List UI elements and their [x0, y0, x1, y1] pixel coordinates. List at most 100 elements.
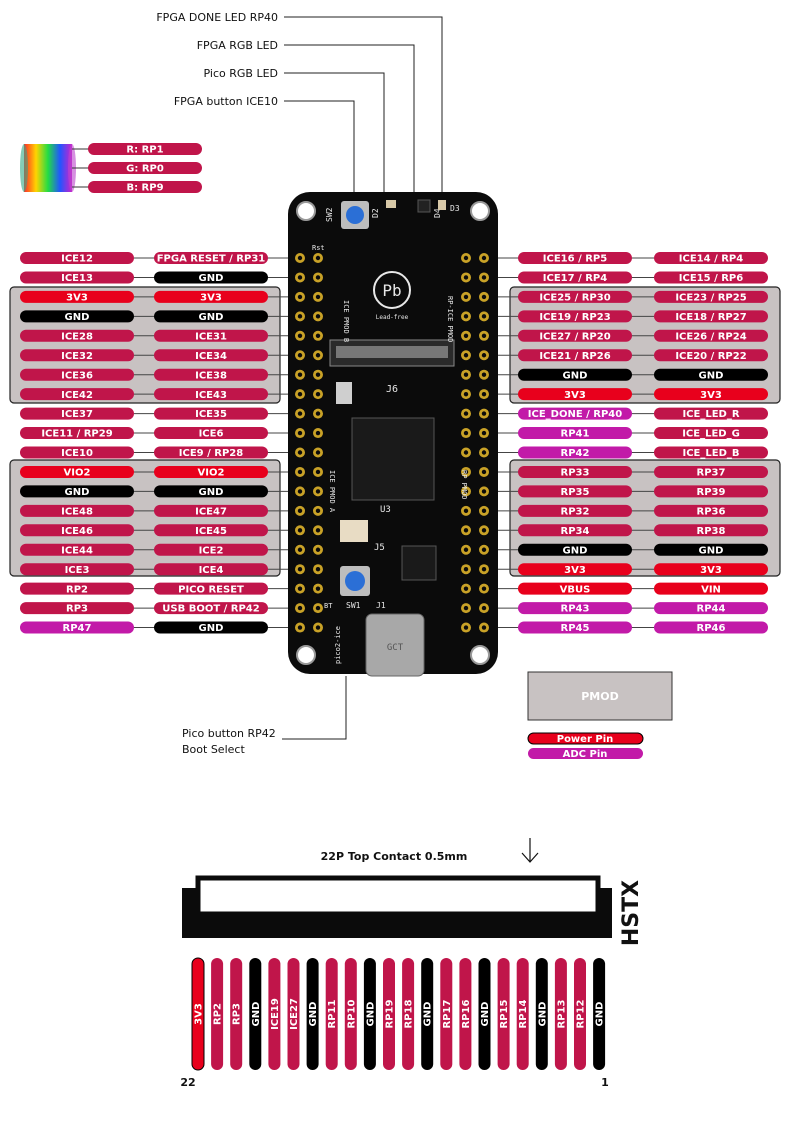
header-hole: [463, 567, 469, 572]
pin-label: ICE19 / RP23: [539, 312, 610, 323]
pin-pill: ICE14 / RP4: [654, 252, 768, 265]
j6-label: J6: [386, 384, 398, 395]
pmod-box-top-left: [9, 286, 281, 404]
pin-labels: ICE12ICE133V3GNDICE28ICE32ICE36ICE42ICE3…: [20, 252, 768, 634]
pin-label: ICE43: [195, 390, 227, 401]
header-hole: [315, 294, 321, 300]
pin-label: RP47: [63, 623, 92, 634]
hstx-pin: RP18: [402, 958, 415, 1070]
u3-label: U3: [380, 505, 391, 515]
pin-pill: ICE_LED_R: [654, 407, 768, 420]
pin-label: GND: [65, 487, 90, 498]
ice-pmod-b-label: ICE PMOD B: [342, 300, 350, 342]
header-hole: [481, 586, 487, 591]
pmod-box-top-right: [509, 286, 781, 404]
pin-pill: VIO2: [20, 465, 134, 479]
header-hole: [481, 469, 487, 475]
hstx-pin-1-number: 1: [601, 1076, 609, 1089]
pin-pill-bg: [154, 407, 268, 420]
pin-pill: RP34: [518, 524, 632, 537]
pin-pill: RP36: [654, 504, 768, 517]
header-hole: [481, 528, 487, 533]
pin-pill: ICE28: [20, 329, 134, 342]
hstx-pin-label: RP19: [385, 999, 396, 1028]
pin-pill-bg: [20, 485, 134, 498]
header-hole: [315, 353, 321, 358]
pin-pill: ICE_DONE / RP40: [518, 407, 632, 420]
header-hole: [463, 275, 469, 280]
hstx-pin-label: ICE27: [289, 998, 300, 1030]
pin-pill-bg: [20, 388, 134, 401]
header-hole: [297, 625, 303, 630]
j5-connector: [340, 520, 368, 542]
pin-label: ICE_LED_B: [682, 448, 739, 459]
hstx-pin-label: GND: [251, 1002, 262, 1027]
d2-label: D2: [371, 208, 380, 218]
hstx-pin-bg: [593, 958, 606, 1070]
rp-chip: [401, 545, 437, 581]
hstx-title: 22P Top Contact 0.5mm: [321, 850, 468, 863]
pin-label: GND: [563, 370, 588, 381]
pin-pill-bg: [20, 310, 134, 323]
pin-label: GND: [199, 623, 224, 634]
header-hole: [315, 508, 321, 514]
legend-power-label: Power Pin: [557, 734, 614, 745]
pin-label: GND: [563, 545, 588, 556]
down-arrow-icon: [521, 838, 539, 863]
header-hole: [315, 430, 321, 436]
pin-label: ICE23 / RP25: [675, 293, 746, 304]
header-hole: [463, 391, 469, 397]
pin-pill: ICE42: [20, 388, 134, 401]
lead-free-logo: [373, 271, 411, 309]
pin-label: 3V3: [700, 390, 722, 401]
pin-pill-bg: [654, 310, 768, 323]
pin-pill-bg: [20, 290, 134, 303]
pin-pill: ICE44: [20, 543, 134, 556]
pin-pill: RP2: [20, 582, 134, 595]
header-hole: [463, 528, 469, 533]
hstx-pin-label: RP10: [346, 999, 357, 1028]
pin-label: ICE26 / RP24: [675, 331, 746, 342]
pin-pill-bg: [654, 368, 768, 381]
pin-pill-bg: [518, 290, 632, 303]
pin-pill: GND: [154, 310, 268, 323]
header-hole: [315, 586, 321, 591]
pin-label: ICE45: [195, 526, 227, 537]
header-hole: [463, 547, 469, 552]
header-hole: [315, 372, 321, 377]
pin-pill: ICE9 / RP28: [154, 446, 268, 459]
rgb-pin-g: G: RP0: [88, 162, 202, 175]
pin-label: ICE35: [195, 409, 227, 420]
pin-label: ICE13: [61, 273, 93, 284]
pin-pill: ICE46: [20, 524, 134, 537]
pin-pill: FPGA RESET / RP31: [154, 252, 268, 265]
pin-pill: 3V3: [20, 290, 134, 304]
pin-label: ICE27 / RP20: [539, 331, 610, 342]
hstx-pin-bg: [478, 958, 491, 1070]
hstx-pin-bg: [344, 958, 357, 1070]
pin-pill-bg: [20, 407, 134, 420]
hstx-pin-label: GND: [480, 1002, 491, 1027]
pin-pill: 3V3: [154, 290, 268, 304]
pin-pill-bg: [154, 252, 268, 264]
pin-pill-bg: [654, 524, 768, 537]
pin-pill-bg: [154, 465, 268, 478]
header-hole: [463, 314, 469, 319]
pin-pill: ICE36: [20, 368, 134, 381]
pin-pill-bg: [154, 427, 268, 440]
pin-pill-bg: [654, 465, 768, 478]
pin-pill-bg: [154, 602, 268, 615]
pin-pill: RP35: [518, 485, 632, 498]
pin-pill: ICE17 / RP4: [518, 271, 632, 284]
pin-label: RP38: [697, 526, 726, 537]
hstx-pin: RP11: [325, 958, 338, 1070]
pin-pill-bg: [20, 349, 134, 362]
header-hole: [463, 586, 469, 591]
rgb-pin-r-label: R: RP1: [126, 145, 163, 156]
pin-pill-bg: [654, 388, 768, 401]
header-hole: [481, 255, 487, 261]
pin-pill: 3V3: [654, 563, 768, 576]
pin-pill: ICE_LED_B: [654, 446, 768, 459]
pin-pill-bg: [20, 543, 134, 556]
pin-label: RP3: [66, 604, 88, 615]
